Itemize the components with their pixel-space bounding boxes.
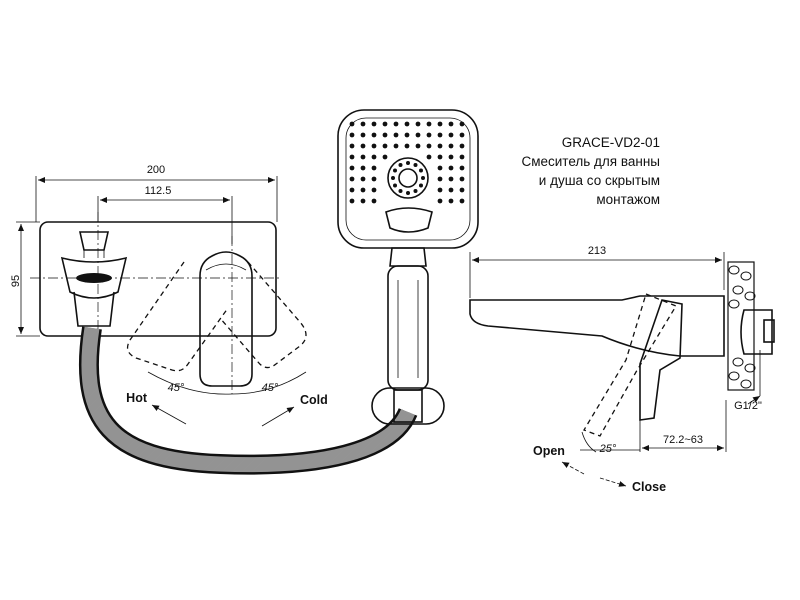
hot-arrow <box>151 404 187 425</box>
dimension-112-5: 112.5 <box>97 185 233 244</box>
side-lever-open-position <box>583 293 677 437</box>
title-block: GRACE-VD2-01 Смеситель для ванны и душа … <box>521 133 660 209</box>
description-line-2: и душа со скрытым <box>538 173 660 188</box>
shower-handle <box>387 265 429 391</box>
dimension-95: 95 <box>10 221 40 337</box>
model-name: GRACE-VD2-01 <box>561 135 660 150</box>
dim-adjust-label: 72.2~63 <box>663 434 703 446</box>
hose-connector <box>60 231 128 327</box>
open-arrow <box>561 461 585 475</box>
angle-left-label: 45° <box>168 382 185 394</box>
angle-right-label: 45° <box>262 382 279 394</box>
mixer-handle <box>199 251 253 387</box>
center-nozzle-ring <box>387 157 429 199</box>
handle-hot-position <box>126 261 229 372</box>
dim-height-label: 95 <box>10 275 22 287</box>
open-label: Open <box>533 444 565 458</box>
side-view: 213 G1/2" 72.2~63 25° Open Close <box>469 245 775 494</box>
side-lever <box>639 299 683 421</box>
spray-nozzles <box>349 121 465 204</box>
description-line-1: Смеситель для ванны <box>521 154 660 169</box>
dim-handle-offset-label: 112.5 <box>145 185 172 197</box>
bath-spout <box>469 295 725 357</box>
angle-side-label: 25° <box>599 443 617 455</box>
cold-arrow <box>261 406 295 427</box>
hand-shower <box>337 109 479 425</box>
spray-mode-button <box>385 207 433 233</box>
hot-label: Hot <box>126 391 148 405</box>
dim-depth-label: 213 <box>588 245 606 257</box>
description-line-3: монтажом <box>596 192 660 207</box>
wall-plate <box>39 221 277 337</box>
thread-label: G1/2" <box>734 400 762 412</box>
handle-cold-position <box>219 261 307 369</box>
close-arrow <box>599 477 627 487</box>
cold-label: Cold <box>300 393 328 407</box>
shower-head <box>337 109 479 249</box>
close-label: Close <box>632 480 666 494</box>
dimension-200: 200 <box>35 164 278 222</box>
dim-width-label: 200 <box>147 164 165 176</box>
front-view: 200 112.5 95 45° <box>10 164 418 475</box>
wall-stones <box>728 265 756 389</box>
shower-hose-nut <box>371 387 445 425</box>
valve-body <box>740 309 773 355</box>
